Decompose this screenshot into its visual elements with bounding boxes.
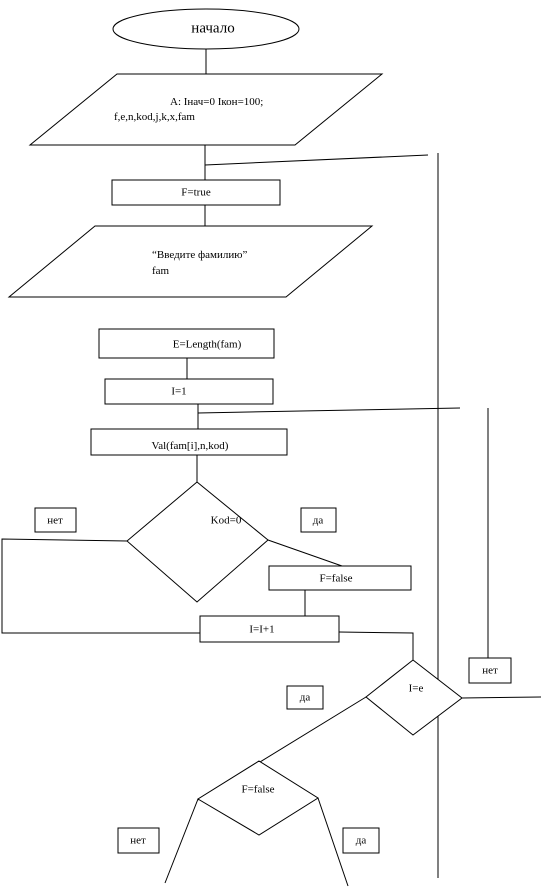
cond-i-e-diamond: I=e	[365, 659, 463, 736]
kod-yes-label: да	[313, 515, 324, 527]
set-f-true-box: F=true	[111, 179, 281, 206]
connector-lines	[1, 49, 541, 887]
cond-kod-label: Kod=0	[211, 515, 242, 527]
kod-no-label: нет	[47, 515, 63, 527]
prompt-line2: fam	[152, 265, 170, 277]
f-no-box: нет	[117, 827, 160, 854]
start-label: начало	[191, 20, 234, 36]
kod-no-box: нет	[34, 507, 77, 533]
incr-i-box: I=I+1	[199, 615, 340, 643]
calc-e-label: E=Length(fam)	[173, 339, 242, 351]
f-yes-box: да	[342, 827, 380, 854]
input-a-line1: A: Iнач=0 Iкон=100;	[170, 96, 263, 108]
prompt-parallelogram: “Введите фамилию” fam	[7, 225, 374, 298]
f-yes-label: да	[356, 835, 367, 847]
val-call-box: Val(fam[i],n,kod)	[90, 428, 288, 456]
set-f-true-label: F=true	[181, 187, 211, 199]
prompt-line1: “Введите фамилию”	[152, 249, 247, 261]
start-terminator: начало	[112, 8, 300, 50]
cond-f-false-label: F=false	[241, 784, 274, 796]
ie-yes-label: да	[300, 692, 311, 704]
val-call-label: Val(fam[i],n,kod)	[152, 440, 229, 452]
input-a-line2: f,e,n,kod,j,k,x,fam	[114, 111, 195, 123]
outer-no-box: нет	[468, 657, 512, 684]
set-f-false-label: F=false	[319, 573, 352, 585]
set-i-label: I=1	[171, 386, 186, 398]
set-f-false-box: F=false	[268, 565, 412, 591]
incr-i-label: I=I+1	[249, 624, 274, 636]
outer-no-label: нет	[482, 665, 498, 677]
set-i-box: I=1	[104, 378, 274, 405]
cond-i-e-label: I=e	[409, 683, 424, 695]
calc-e-box: E=Length(fam)	[98, 328, 275, 359]
cond-kod-diamond: Kod=0	[126, 481, 269, 603]
ie-yes-box: да	[286, 685, 324, 710]
cond-f-false-diamond: F=false	[197, 760, 319, 836]
f-no-label: нет	[130, 835, 146, 847]
kod-yes-box: да	[300, 507, 337, 533]
input-parallelogram-a: A: Iнач=0 Iкон=100; f,e,n,kod,j,k,x,fam	[28, 73, 384, 146]
